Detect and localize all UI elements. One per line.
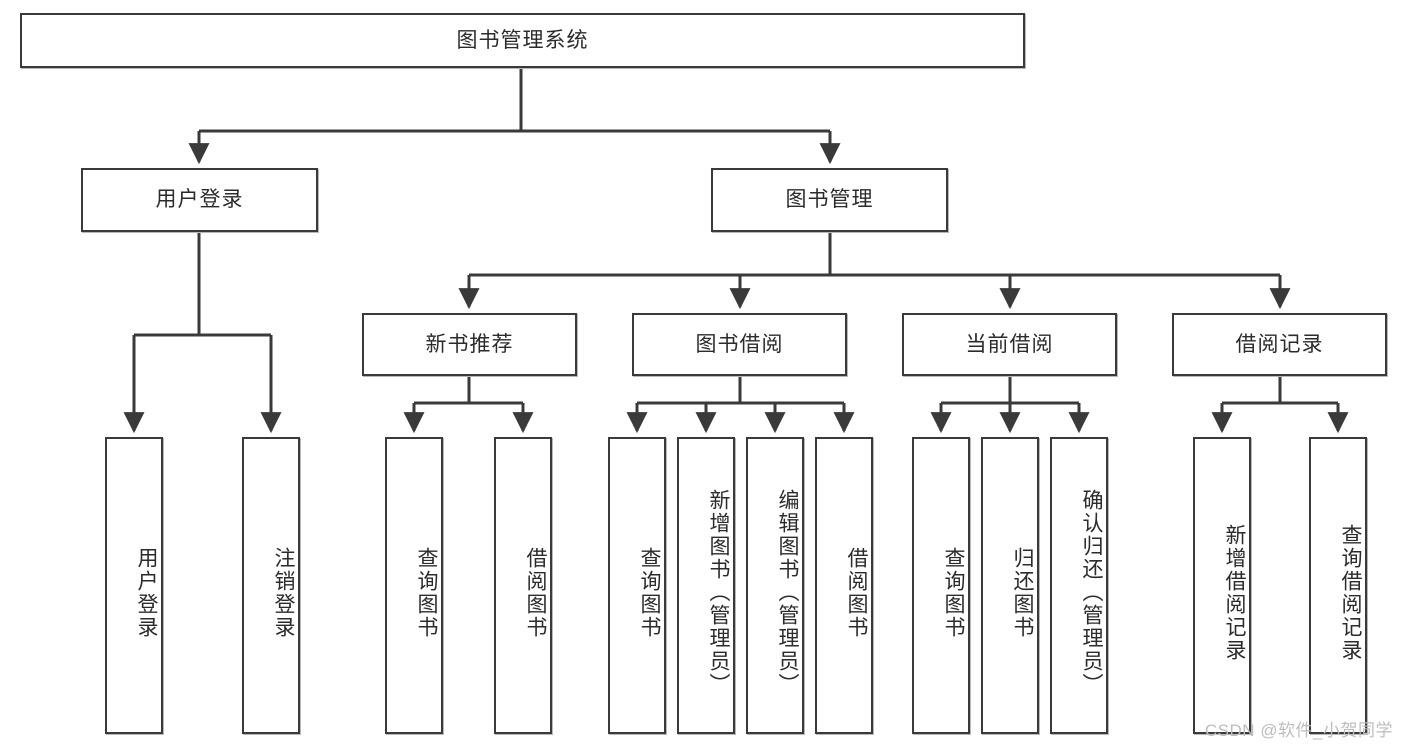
node-leaf-borrow-book-1[interactable]: 借阅图书 [494, 437, 552, 734]
node-leaf-query-book-3-label: 查询图书 [942, 546, 965, 639]
node-leaf-query-book-3[interactable]: 查询图书 [912, 437, 970, 734]
node-leaf-query-record[interactable]: 查询借阅记录 [1309, 437, 1367, 734]
node-new-book-recommend[interactable]: 新书推荐 [362, 313, 577, 376]
node-leaf-query-book-2[interactable]: 查询图书 [608, 437, 666, 734]
node-new-book-recommend-label: 新书推荐 [425, 332, 514, 356]
node-leaf-return-book-label: 归还图书 [1011, 546, 1034, 639]
node-leaf-borrow-book-1-label: 借阅图书 [524, 546, 547, 639]
node-current-borrow[interactable]: 当前借阅 [902, 313, 1117, 376]
node-leaf-add-book-label: 新增图书（管理员） [707, 489, 730, 696]
node-leaf-borrow-book-2[interactable]: 借阅图书 [815, 437, 873, 734]
node-leaf-confirm-return-label: 确认归还（管理员） [1080, 489, 1103, 696]
node-current-borrow-label: 当前借阅 [965, 332, 1054, 356]
node-leaf-add-book[interactable]: 新增图书（管理员） [677, 437, 735, 734]
node-leaf-edit-book-label: 编辑图书（管理员） [776, 489, 799, 696]
node-leaf-return-book[interactable]: 归还图书 [981, 437, 1039, 734]
node-leaf-query-book-2-label: 查询图书 [638, 546, 661, 639]
node-leaf-query-book-1[interactable]: 查询图书 [385, 437, 443, 734]
node-leaf-confirm-return[interactable]: 确认归还（管理员） [1050, 437, 1108, 734]
node-leaf-edit-book[interactable]: 编辑图书（管理员） [746, 437, 804, 734]
node-user-login-label: 用户登录 [155, 188, 244, 212]
node-book-management-label: 图书管理 [785, 188, 874, 212]
node-leaf-add-record[interactable]: 新增借阅记录 [1193, 437, 1251, 734]
node-leaf-user-login-label: 用户登录 [135, 546, 158, 639]
node-book-management[interactable]: 图书管理 [711, 168, 948, 232]
node-leaf-borrow-book-2-label: 借阅图书 [845, 546, 868, 639]
node-user-login[interactable]: 用户登录 [81, 168, 318, 232]
node-leaf-query-book-1-label: 查询图书 [415, 546, 438, 639]
node-leaf-logout-login-label: 注销登录 [272, 546, 295, 639]
node-leaf-query-record-label: 查询借阅记录 [1339, 523, 1362, 662]
node-leaf-add-record-label: 新增借阅记录 [1223, 523, 1246, 662]
node-book-borrow[interactable]: 图书借阅 [632, 313, 847, 376]
watermark-text: CSDN @软件_小贺同学 [1204, 721, 1393, 740]
node-borrow-record-label: 借阅记录 [1235, 332, 1324, 356]
node-leaf-logout-login[interactable]: 注销登录 [242, 437, 300, 734]
node-book-borrow-label: 图书借阅 [695, 332, 784, 356]
node-root[interactable]: 图书管理系统 [20, 13, 1025, 68]
node-leaf-user-login[interactable]: 用户登录 [105, 437, 163, 734]
node-borrow-record[interactable]: 借阅记录 [1172, 313, 1387, 376]
node-root-label: 图书管理系统 [456, 28, 589, 52]
